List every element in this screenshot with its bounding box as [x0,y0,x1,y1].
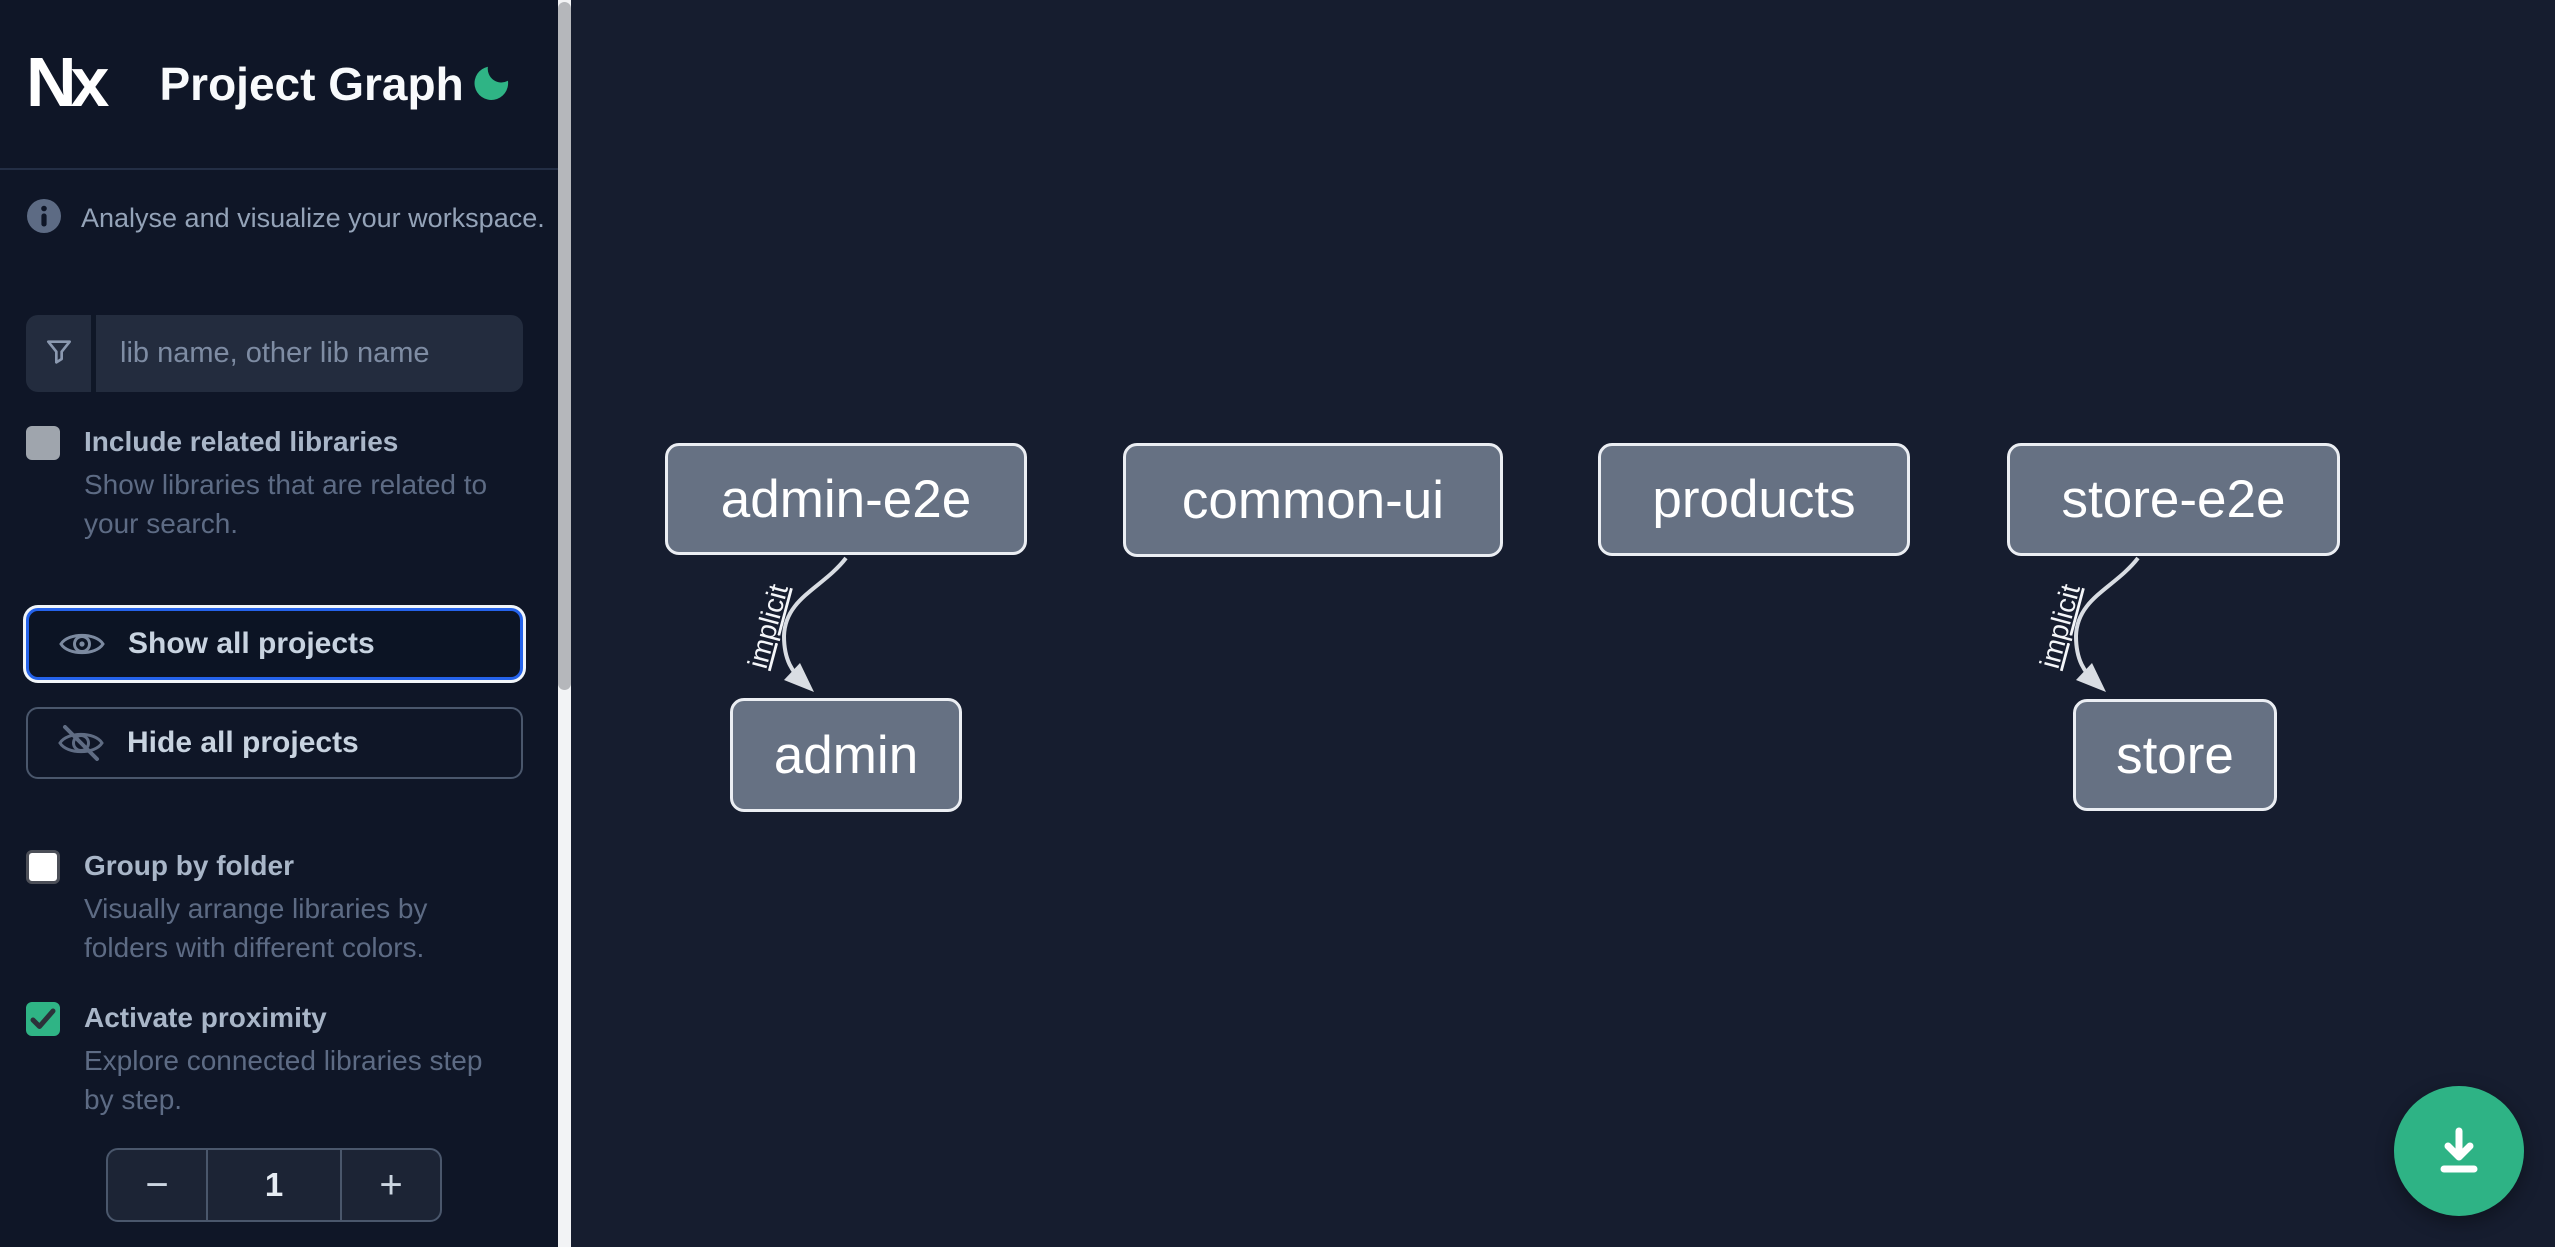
info-icon [26,198,62,239]
workspace-tagline-row: Analyse and visualize your workspace. [26,198,545,239]
group-by-folder-label: Group by folder [84,850,294,881]
graph-edges-layer: implicit implicit [742,556,2140,692]
activate-proximity-description: Explore connected libraries step by step… [84,1045,483,1115]
activate-proximity-texts: Activate proximity Explore connected lib… [84,1000,532,1119]
page-title: Project Graph [159,58,464,110]
sidebar: Nx Project Graph Analyse and visualize y… [0,0,571,1247]
eye-icon [59,628,105,660]
library-filter-input[interactable] [96,315,523,392]
include-related-label: Include related libraries [84,426,399,457]
theme-toggle-button[interactable] [470,60,512,109]
search-box [26,315,523,392]
graph-node-common-ui[interactable]: common-ui [1123,443,1503,557]
group-by-folder-row: Group by folder Visually arrange librari… [26,848,532,967]
download-graph-button[interactable] [2394,1086,2524,1216]
nx-logo: Nx [26,43,110,121]
graph-node-products[interactable]: products [1598,443,1910,556]
project-graph-canvas[interactable]: implicit implicit admin-e2e common-ui pr… [571,0,2555,1247]
activate-proximity-row: Activate proximity Explore connected lib… [26,1000,532,1119]
workspace-tagline: Analyse and visualize your workspace. [81,203,545,233]
activate-proximity-checkbox[interactable] [26,1002,60,1036]
increment-button[interactable]: + [342,1150,440,1220]
sidebar-scrollbar-thumb[interactable] [558,2,571,690]
proximity-depth-stepper: − 1 + [106,1148,442,1222]
group-by-folder-description: Visually arrange libraries by folders wi… [84,893,428,963]
show-all-projects-label: Show all projects [128,627,375,660]
moon-icon [470,66,512,109]
show-all-projects-button[interactable]: Show all projects [26,608,523,680]
activate-proximity-label: Activate proximity [84,1002,327,1033]
edge-admin-e2e-to-admin: implicit [742,556,848,692]
sidebar-header: Nx Project Graph [0,0,558,170]
sidebar-scrollbar-track[interactable] [558,0,571,1247]
group-by-folder-checkbox[interactable] [26,850,60,884]
graph-node-admin-e2e[interactable]: admin-e2e [665,443,1027,555]
proximity-depth-value: 1 [206,1150,342,1220]
download-icon [2431,1123,2487,1179]
checkmark-icon [30,1008,56,1030]
search-icon-cell [26,315,96,392]
decrement-button[interactable]: − [108,1150,206,1220]
hide-all-projects-button[interactable]: Hide all projects [26,707,523,779]
graph-node-store[interactable]: store [2073,699,2277,811]
graph-node-store-e2e[interactable]: store-e2e [2007,443,2340,556]
eye-off-icon [58,725,104,761]
include-related-texts: Include related libraries Show libraries… [84,424,532,543]
filter-funnel-icon [43,335,75,372]
graph-node-admin[interactable]: admin [730,698,962,812]
include-related-description: Show libraries that are related to your … [84,469,488,539]
include-related-checkbox[interactable] [26,426,60,460]
group-by-folder-texts: Group by folder Visually arrange librari… [84,848,532,967]
edge-store-e2e-to-store: implicit [2034,556,2140,692]
include-related-row: Include related libraries Show libraries… [26,424,532,543]
hide-all-projects-label: Hide all projects [127,726,359,759]
